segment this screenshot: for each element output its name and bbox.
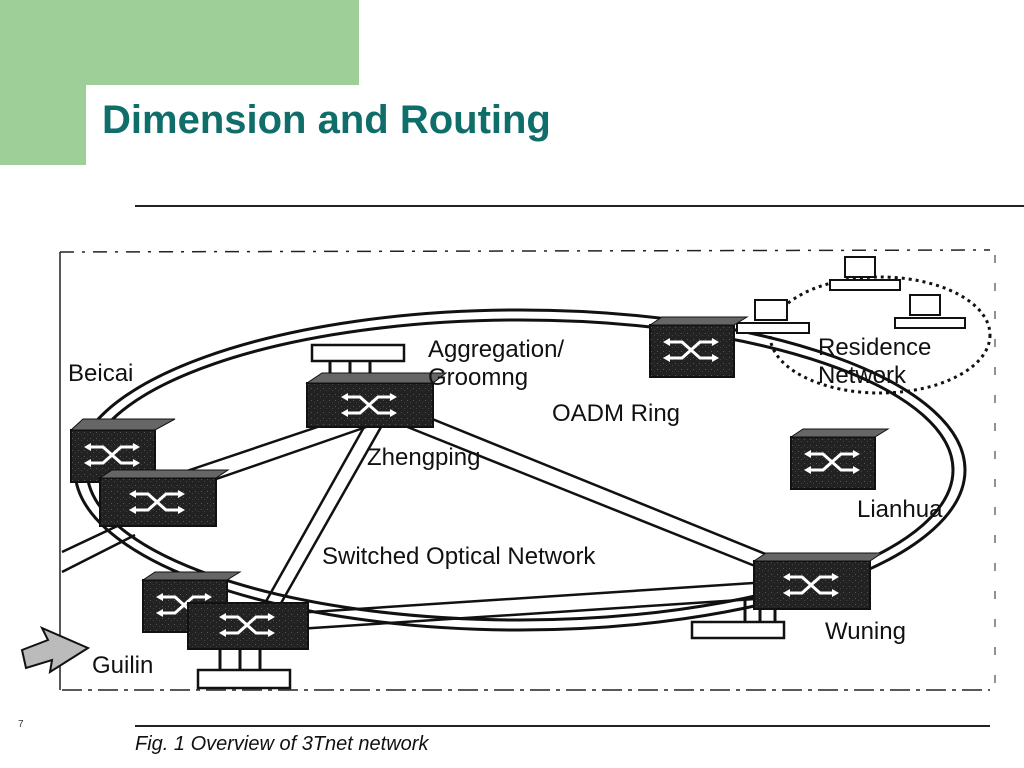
switched-optical-links <box>61 408 811 632</box>
label-wuning: Wuning <box>825 618 906 645</box>
computer-terminal-icon <box>829 256 901 291</box>
label-aggregation: Aggregation/ <box>428 336 564 363</box>
label-zhengping: Zhengping <box>367 444 480 471</box>
title-panel <box>86 85 1024 195</box>
router-device-icon <box>196 645 292 690</box>
optical-switch-icon <box>305 372 448 428</box>
residence-network-circle <box>768 275 992 395</box>
label-oadm-ring: OADM Ring <box>552 400 680 427</box>
label-grooming: Groomng <box>428 364 528 391</box>
optical-switch-icon <box>752 552 884 610</box>
label-switched-optical-network: Switched Optical Network <box>322 543 596 570</box>
corner-mark: 7 <box>18 719 24 730</box>
router-device-icon <box>690 600 786 640</box>
figure-caption: Fig. 1 Overview of 3Tnet network <box>135 733 429 755</box>
optical-switch-icon <box>98 469 230 527</box>
optical-switch-icon <box>789 428 890 490</box>
label-guilin: Guilin <box>92 652 153 679</box>
label-residence: Residence <box>818 334 931 361</box>
computer-terminal-icon <box>736 299 810 334</box>
slide-title: Dimension and Routing <box>102 98 551 142</box>
scan-frame <box>59 205 1024 727</box>
computer-terminal-icon <box>894 294 966 329</box>
optical-switch-icon <box>187 602 309 650</box>
label-lianhua: Lianhua <box>857 496 943 523</box>
header-accent-side <box>0 0 86 165</box>
optical-switch-icon <box>648 316 749 378</box>
arrow-icon <box>20 625 91 675</box>
label-network: Network <box>818 362 907 389</box>
label-beicai: Beicai <box>68 360 133 387</box>
